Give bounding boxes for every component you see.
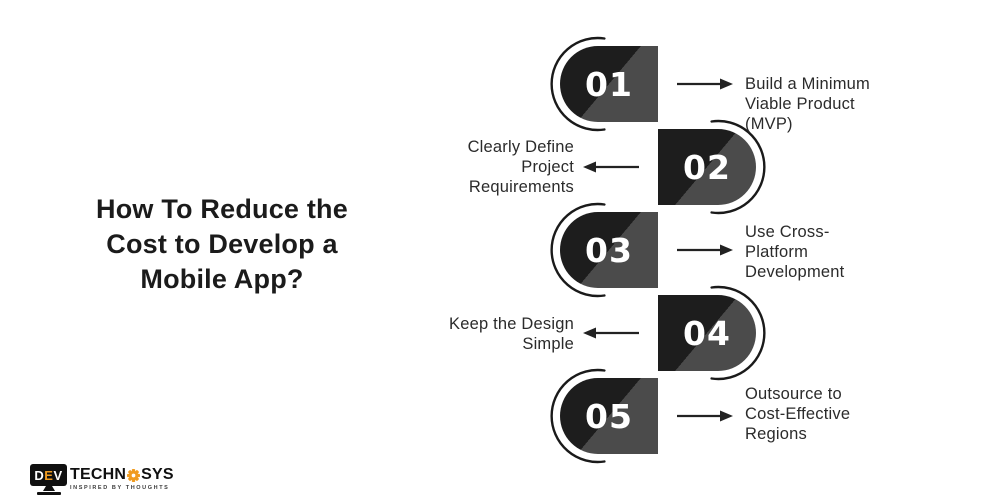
brand-text-block: TECHN SYS INSPIRED BY THOUGHTS: [70, 464, 174, 492]
arrow-right-step-03: [677, 244, 733, 256]
step-04-number: 04: [683, 313, 731, 353]
step-05-label: Outsource to Cost-Effective Regions: [745, 385, 851, 443]
brand-left-text: TECHN: [70, 466, 127, 483]
step-02-label: Clearly Define Project Requirements: [467, 138, 574, 196]
step-03-number: 03: [585, 230, 633, 270]
arrow-left-step-04: [583, 327, 639, 339]
step-04-label: Keep the Design Simple: [448, 315, 574, 353]
page-title: How To Reduce the Cost to Develop a Mobi…: [82, 192, 362, 297]
monitor-base: [36, 492, 61, 495]
title-line-1: How To Reduce the: [96, 194, 348, 224]
step-03-shape: 03: [560, 212, 658, 288]
brand-name: TECHN SYS: [70, 467, 174, 483]
step-04-shape: 04: [658, 295, 756, 371]
title-line-3: Mobile App?: [140, 264, 304, 294]
arrow-right-step-01: [677, 78, 733, 90]
arrow-left-step-02: [583, 161, 639, 173]
arc-step-03: [550, 202, 606, 298]
step-01-number: 01: [585, 64, 633, 104]
title-line-2: Cost to Develop a: [106, 229, 338, 259]
brand-tagline: INSPIRED BY THOUGHTS: [70, 485, 170, 491]
logo-letter-v: V: [53, 467, 63, 483]
step-02-shape: 02: [658, 129, 756, 205]
logo-letter-d: D: [34, 467, 45, 483]
step-05-shape: 05: [560, 378, 658, 454]
arc-step-02: [710, 119, 766, 215]
brand-right-text: SYS: [141, 466, 174, 483]
monitor-stand: [42, 486, 55, 491]
step-03-label: Use Cross-Platform Development: [745, 223, 845, 281]
logo-letter-e: E: [44, 467, 54, 483]
gear-icon: [127, 468, 141, 482]
step-01-shape: 01: [560, 46, 658, 122]
arc-step-04: [710, 285, 766, 381]
arrow-right-step-05: [677, 410, 733, 422]
step-01-label: Build a Minimum Viable Product (MVP): [745, 75, 870, 133]
step-02-number: 02: [683, 147, 731, 187]
step-05-number: 05: [585, 396, 633, 436]
arc-step-01: [550, 36, 606, 132]
arc-step-05: [550, 368, 606, 464]
